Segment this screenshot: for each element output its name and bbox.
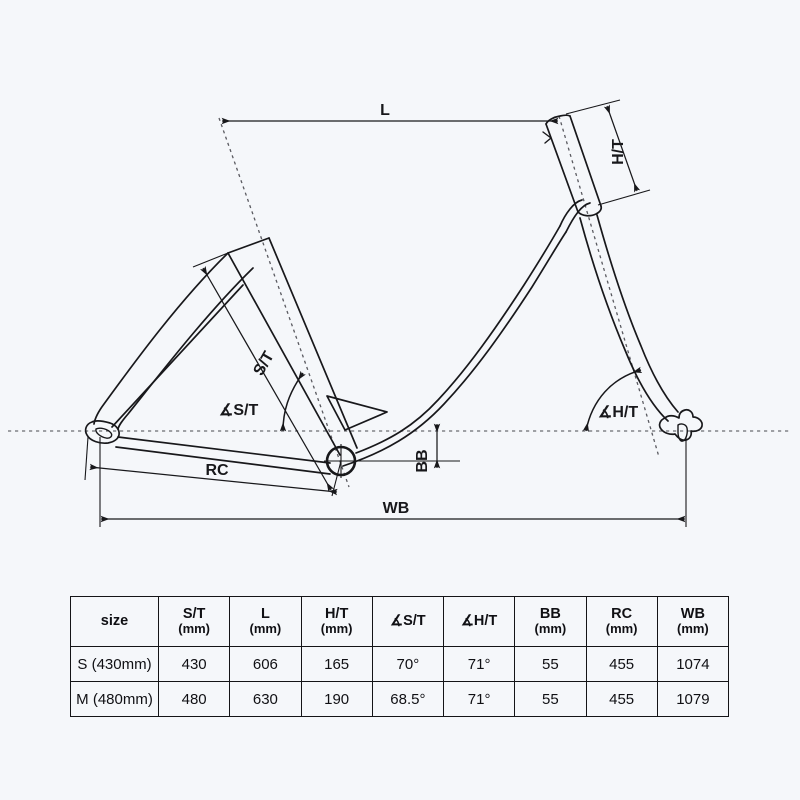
seat-tube-label: S/T	[251, 349, 278, 379]
header-seat-tube-angle-text: ∡S/T	[390, 612, 426, 629]
rc-ext-bb	[331, 460, 342, 497]
header-head-tube: H/T (mm)	[300, 596, 373, 647]
cell-head-tube-angle: 71°	[442, 681, 516, 717]
table-header-row: size S/T (mm) L (mm) H/T (mm)	[70, 596, 730, 647]
dimension-seat-tube-angle: ∡S/T	[219, 370, 306, 432]
header-size-text: size	[100, 612, 129, 629]
cell-seat-tube-angle: 68.5°	[371, 681, 445, 717]
header-seat-tube-angle: ∡S/T	[371, 596, 445, 647]
header-seat-tube: S/T (mm)	[157, 596, 231, 647]
header-rc-text: RC	[611, 605, 633, 622]
cell-seat-tube-angle: 70°	[371, 646, 445, 682]
frame-geometry-diagram: L H/T S/T ∡S/T ∡H/T	[8, 99, 792, 527]
header-bb-unit: (mm)	[534, 621, 567, 637]
rear-center-label: RC	[205, 462, 229, 479]
cell-rc: 455	[585, 681, 658, 717]
dimension-wheelbase: WB	[99, 437, 687, 527]
cell-wb: 1079	[656, 681, 730, 717]
header-rc: RC (mm)	[585, 596, 658, 647]
dimension-length: L	[221, 102, 559, 125]
head-tube-label: H/T	[610, 139, 627, 165]
cell-wb: 1074	[656, 646, 730, 682]
dimension-head-tube-angle: ∡H/T	[582, 366, 643, 433]
cell-size: S (430mm)	[70, 646, 159, 682]
head-tube-angle-label: ∡H/T	[598, 404, 638, 421]
dimension-head-tube: H/T	[565, 99, 651, 206]
seat-tube-dimension-line	[200, 266, 334, 492]
header-head-tube-angle-text: ∡H/T	[460, 612, 498, 629]
header-rc-unit: (mm)	[605, 621, 638, 637]
bb-label: BB	[414, 449, 431, 472]
header-head-tube-text: H/T	[324, 605, 349, 622]
seat-tube-angle-arc	[279, 370, 306, 432]
geometry-spec-table: size S/T (mm) L (mm) H/T (mm)	[70, 596, 730, 717]
wheelbase-label: WB	[383, 500, 410, 517]
st-ext-top	[192, 252, 229, 268]
table-row: M (480mm) 480 630 190 68.5° 71° 55 455 1…	[70, 681, 730, 717]
cell-head-tube-angle: 71°	[442, 646, 516, 682]
cell-length: 630	[229, 681, 302, 717]
header-seat-tube-text: S/T	[182, 605, 206, 622]
header-bb: BB (mm)	[514, 596, 587, 647]
header-seat-tube-unit: (mm)	[178, 621, 211, 637]
cell-bb: 55	[514, 646, 587, 682]
header-length: L (mm)	[229, 596, 302, 647]
cell-bb: 55	[514, 681, 587, 717]
length-label: L	[380, 102, 390, 119]
head-tube-dimension-line	[603, 104, 641, 193]
header-head-tube-angle: ∡H/T	[442, 596, 516, 647]
header-size: size	[70, 596, 159, 647]
seat-tube-angle-label: ∡S/T	[219, 402, 258, 419]
header-length-unit: (mm)	[249, 621, 282, 637]
bicycle-frame-outline	[84, 114, 703, 475]
dimension-rear-center: RC	[84, 436, 342, 497]
cell-head-tube: 165	[300, 646, 373, 682]
dimension-bb-drop: BB	[341, 423, 460, 473]
rear-center-dimension-line	[89, 463, 338, 496]
cell-size: M (480mm)	[70, 681, 159, 717]
cell-seat-tube: 430	[157, 646, 231, 682]
cell-head-tube: 190	[300, 681, 373, 717]
header-bb-text: BB	[539, 605, 561, 622]
head-tube-angle-arc	[582, 366, 643, 433]
header-wb: WB (mm)	[656, 596, 730, 647]
cell-length: 606	[229, 646, 302, 682]
ht-ext-top	[565, 99, 621, 115]
seat-tube-centerline	[218, 117, 350, 488]
cell-rc: 455	[585, 646, 658, 682]
header-head-tube-unit: (mm)	[320, 621, 353, 637]
header-length-text: L	[260, 605, 270, 622]
cell-seat-tube: 480	[157, 681, 231, 717]
table-row: S (430mm) 430 606 165 70° 71° 55 455 107…	[70, 646, 730, 682]
header-wb-text: WB	[680, 605, 705, 622]
ht-ext-bottom	[597, 189, 651, 206]
geometry-spec-table-wrapper: size S/T (mm) L (mm) H/T (mm)	[70, 596, 730, 717]
rc-ext-rear	[84, 436, 89, 481]
header-wb-unit: (mm)	[676, 621, 709, 637]
